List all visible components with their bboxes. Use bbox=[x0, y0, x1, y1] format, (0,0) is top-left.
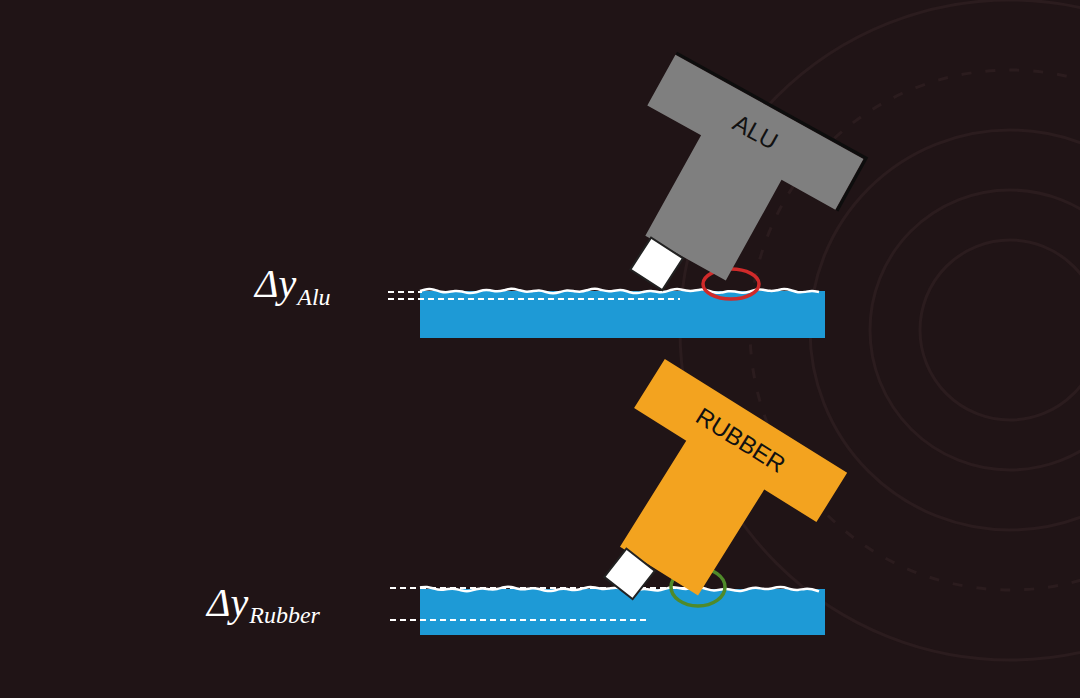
tool-body: RUBBER bbox=[568, 359, 847, 628]
subscript-label: Rubber bbox=[249, 603, 320, 627]
delta-symbol: Δy bbox=[207, 583, 248, 623]
t-shape bbox=[592, 55, 864, 311]
subscript-label: Alu bbox=[297, 285, 330, 309]
t-shape bbox=[568, 359, 847, 628]
water-slab bbox=[420, 589, 825, 635]
tip-pad bbox=[604, 549, 655, 600]
highlight-ring bbox=[703, 269, 759, 299]
tool-body: ALU bbox=[592, 55, 864, 311]
t-shape bbox=[568, 359, 847, 628]
tip-pad bbox=[630, 238, 683, 291]
delta-symbol: Δy bbox=[255, 264, 296, 304]
t-shape bbox=[592, 55, 864, 311]
water-surface bbox=[420, 289, 819, 592]
reference-lines bbox=[388, 292, 700, 620]
edge-shadow bbox=[647, 53, 866, 211]
